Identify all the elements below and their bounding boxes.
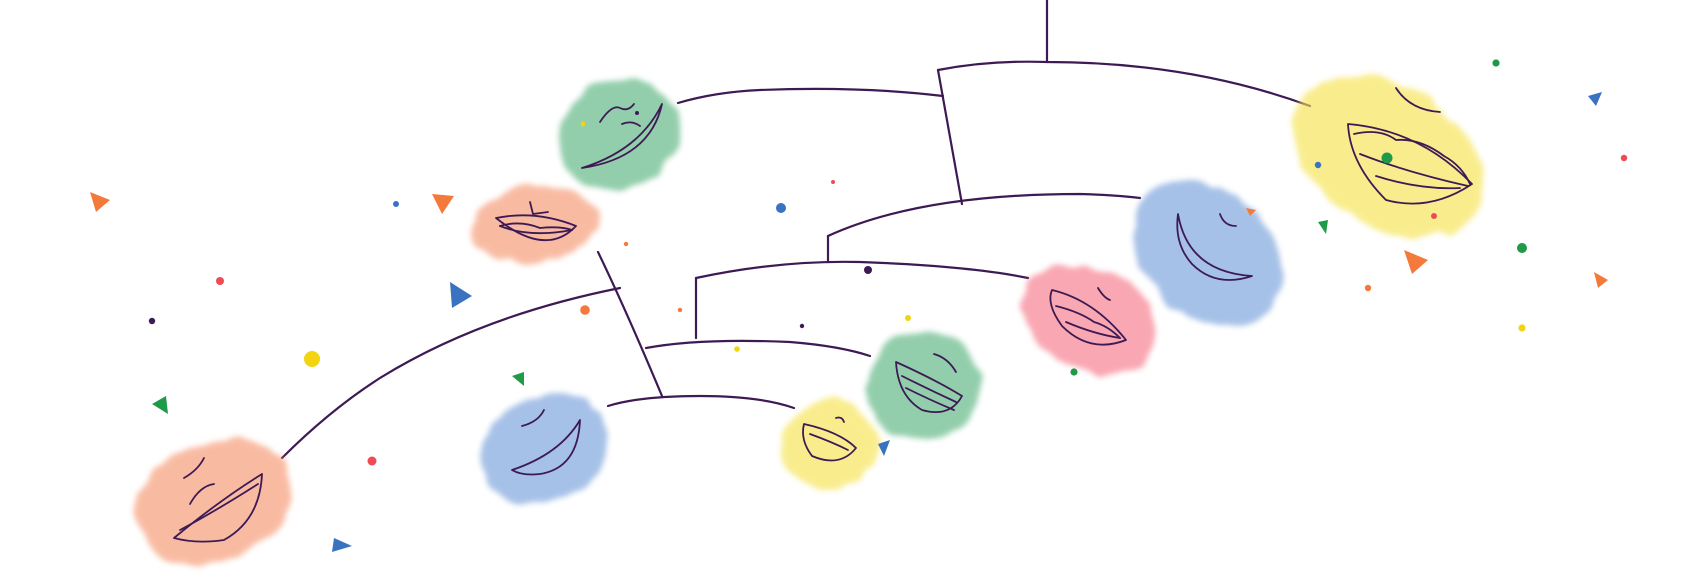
confetti-dot — [1364, 284, 1372, 292]
confetti-dot — [1620, 154, 1628, 162]
ornament-green-teeth — [868, 331, 980, 441]
confetti-dot — [580, 305, 590, 315]
confetti-triangle — [90, 192, 110, 212]
confetti — [90, 59, 1628, 552]
confetti-dot — [905, 315, 911, 321]
confetti-triangle — [1594, 272, 1608, 288]
confetti-dot — [216, 277, 224, 285]
confetti-triangle — [450, 282, 472, 308]
confetti-dot — [1314, 161, 1322, 169]
confetti-dot — [304, 351, 320, 367]
wire-top-bar — [936, 60, 1312, 108]
confetti-triangle — [1404, 250, 1428, 274]
confetti-triangle — [1246, 208, 1256, 216]
wire-blue-arm — [826, 192, 1142, 238]
wire-green2-arm — [644, 339, 872, 358]
confetti-triangle — [152, 396, 168, 414]
confetti-triangle — [878, 440, 890, 456]
confetti-dot — [1492, 59, 1500, 67]
confetti-dot — [864, 266, 872, 274]
confetti-dot — [367, 456, 377, 466]
confetti-dot — [1070, 368, 1078, 376]
confetti-triangle — [332, 538, 352, 552]
ornament-blue-smile — [480, 393, 608, 503]
wire-diagonal — [596, 250, 664, 398]
confetti-dot — [831, 180, 835, 184]
wire-yellow-arm — [606, 394, 796, 410]
confetti-dot — [734, 346, 740, 352]
confetti-dot — [1517, 243, 1527, 253]
wire-top-left-strut — [936, 68, 964, 206]
confetti-dot — [148, 317, 156, 325]
confetti-dot — [393, 201, 399, 207]
ornament-salmon-lips — [472, 185, 600, 263]
ornament-salmon-big-lips — [136, 439, 292, 565]
wire-green-arm — [676, 87, 945, 105]
ornament-yellow-big-lips — [1292, 74, 1484, 238]
wire-pink-arm — [694, 260, 1030, 280]
confetti-dot — [1518, 324, 1526, 332]
wire-long-left-arm — [280, 286, 622, 460]
ornament-blue-big-smile — [1133, 181, 1283, 327]
ornament-green-smile — [559, 78, 681, 190]
confetti-triangle — [512, 372, 524, 386]
ornament-yellow-small-lips — [782, 399, 878, 489]
confetti-triangle — [1318, 220, 1328, 234]
confetti-triangle — [1588, 92, 1602, 106]
ornament-pink-lips — [1022, 266, 1158, 374]
mobile-wires — [280, 0, 1312, 460]
confetti-dot — [623, 241, 629, 247]
confetti-dot — [677, 307, 683, 313]
confetti-dot — [776, 203, 786, 213]
confetti-triangle — [432, 194, 454, 214]
confetti-dot — [799, 323, 805, 329]
